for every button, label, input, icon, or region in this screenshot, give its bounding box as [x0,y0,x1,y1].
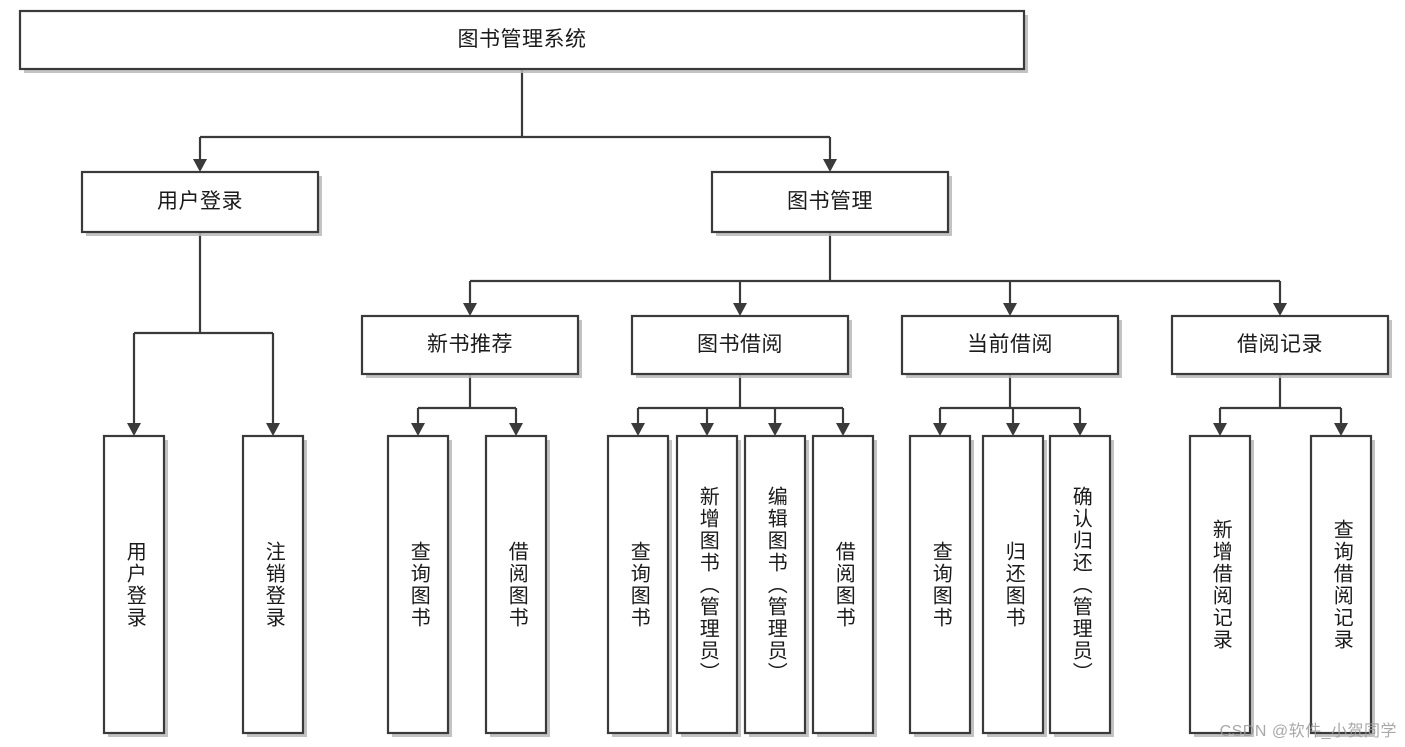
node-leaf-confirm-return[interactable] [1050,436,1110,733]
connector-root-to-book-manage-arrowhead [823,159,837,172]
node-leaf-add-book[interactable] [677,436,737,733]
connector-current-borrow-to-leaf-return-book-arrowhead [1006,423,1020,436]
node-leaf-user-logout[interactable] [243,436,303,733]
node-box-current-borrow[interactable] [900,314,1120,376]
node-box-leaf-query-book-b[interactable] [606,434,670,735]
node-leaf-query-record[interactable] [1311,436,1371,733]
node-box-leaf-user-logout[interactable] [241,434,305,735]
node-box-book-manage[interactable] [710,170,950,234]
connector-book-manage-to-new-book-rec-arrowhead [463,303,477,316]
node-leaf-edit-book[interactable] [745,436,805,733]
node-box-leaf-add-record[interactable] [1188,434,1252,735]
connector-user-login-to-leaf-user-login-arrowhead [127,423,141,436]
node-leaf-query-book-c[interactable] [910,436,970,733]
node-leaf-query-book-b[interactable] [608,436,668,733]
node-leaf-user-login[interactable] [104,436,164,733]
node-new-book-rec[interactable] [362,316,578,374]
connector-book-borrow-to-leaf-borrow-book-b-arrowhead [836,423,850,436]
connector-borrow-record-to-leaf-add-record-arrowhead [1213,423,1227,436]
node-boxes-layer [18,9,1390,735]
connector-book-borrow-to-leaf-add-book-arrowhead [700,423,714,436]
connector-new-book-rec-to-leaf-query-book-rec-arrowhead [411,423,425,436]
node-box-root[interactable] [18,9,1026,71]
node-box-leaf-confirm-return[interactable] [1048,434,1112,735]
node-leaf-borrow-book-rec[interactable] [486,436,546,733]
node-box-user-login[interactable] [80,170,320,234]
node-box-leaf-query-book-rec[interactable] [386,434,450,735]
node-box-new-book-rec[interactable] [360,314,580,376]
node-box-leaf-edit-book[interactable] [743,434,807,735]
node-leaf-query-book-rec[interactable] [388,436,448,733]
watermark-text: CSDN @软件_小贺同学 [1219,723,1397,740]
node-user-login[interactable] [82,172,318,232]
node-box-leaf-return-book[interactable] [981,434,1045,735]
node-box-leaf-add-book[interactable] [675,434,739,735]
node-borrow-record[interactable] [1172,316,1388,374]
connector-book-borrow-to-leaf-query-book-b-arrowhead [631,423,645,436]
node-box-leaf-query-record[interactable] [1309,434,1373,735]
connectors-layer [127,69,1348,436]
connector-new-book-rec-to-leaf-borrow-book-rec-arrowhead [509,423,523,436]
node-root[interactable] [20,11,1024,69]
node-box-leaf-borrow-book-rec[interactable] [484,434,548,735]
connector-user-login-to-leaf-user-logout-arrowhead [266,423,280,436]
connector-root-to-user-login-arrowhead [193,159,207,172]
node-box-book-borrow[interactable] [630,314,850,376]
connector-borrow-record-to-leaf-query-record-arrowhead [1334,423,1348,436]
node-box-leaf-user-login[interactable] [102,434,166,735]
node-box-leaf-borrow-book-b[interactable] [811,434,875,735]
connector-book-borrow-to-leaf-edit-book-arrowhead [768,423,782,436]
node-leaf-borrow-book-b[interactable] [813,436,873,733]
connector-book-manage-to-borrow-record-arrowhead [1273,303,1287,316]
connector-book-manage-to-book-borrow-arrowhead [733,303,747,316]
connector-book-manage-to-current-borrow-arrowhead [1003,303,1017,316]
node-book-borrow[interactable] [632,316,848,374]
connector-current-borrow-to-leaf-confirm-return-arrowhead [1073,423,1087,436]
node-leaf-return-book[interactable] [983,436,1043,733]
connector-current-borrow-to-leaf-query-book-c-arrowhead [933,423,947,436]
node-leaf-add-record[interactable] [1190,436,1250,733]
node-box-borrow-record[interactable] [1170,314,1390,376]
node-book-manage[interactable] [712,172,948,232]
node-current-borrow[interactable] [902,316,1118,374]
node-box-leaf-query-book-c[interactable] [908,434,972,735]
